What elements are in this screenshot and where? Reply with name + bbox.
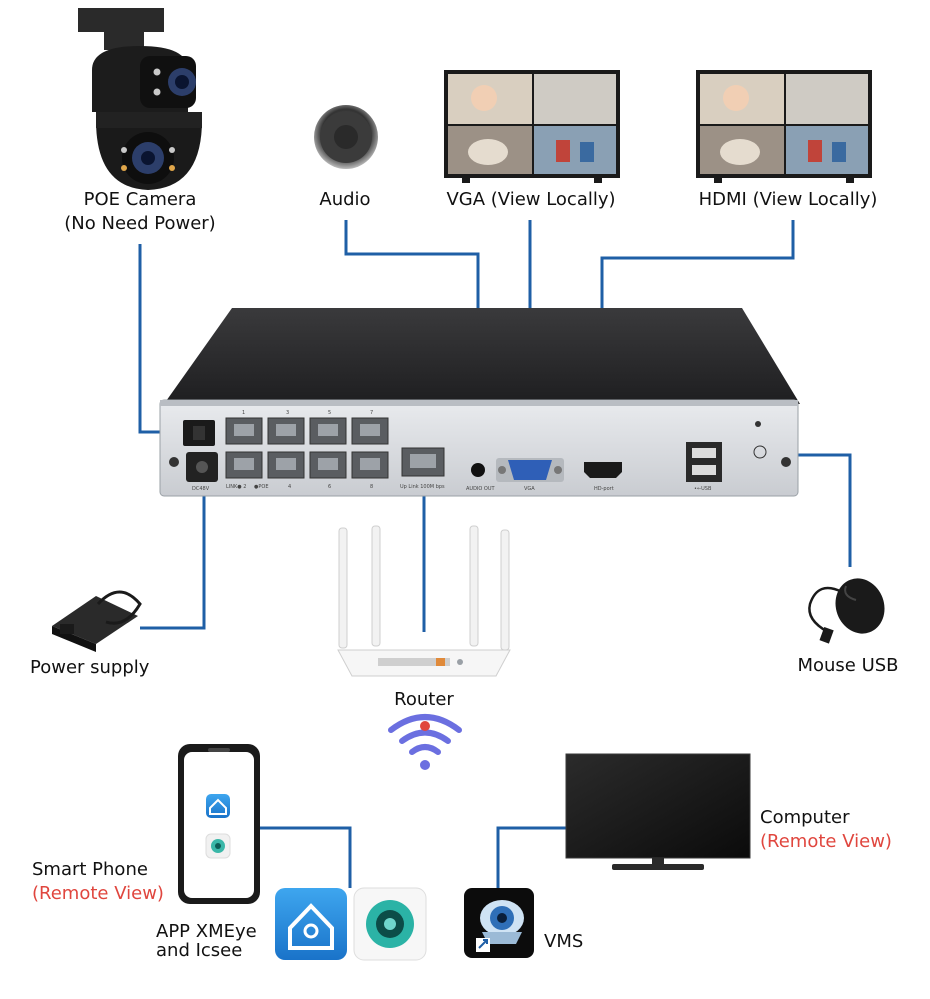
smartphone-image xyxy=(178,744,260,904)
computer-monitor-image xyxy=(565,753,751,870)
poe-camera-label: POE Camera (No Need Power) xyxy=(52,188,228,236)
camera-cable xyxy=(138,244,168,434)
app-label: APP XMEye and Icsee xyxy=(156,922,257,960)
poe-camera-subtitle: (No Need Power) xyxy=(64,213,216,234)
poe-camera-title: POE Camera xyxy=(83,189,197,210)
hdmi-monitor-image xyxy=(696,70,872,183)
vms-app-icon xyxy=(464,888,534,958)
mouse-usb-label: Mouse USB xyxy=(797,655,899,676)
phone-cable xyxy=(258,826,352,888)
nvr-recorder-image xyxy=(159,308,800,497)
power-supply-image xyxy=(52,590,142,652)
smart-phone-subtitle: (Remote View) xyxy=(32,883,164,904)
app-label-line1: APP XMEye xyxy=(156,921,257,942)
vga-label: VGA (View Locally) xyxy=(446,189,616,210)
app-label-line2: and Icsee xyxy=(156,940,243,961)
computer-title: Computer xyxy=(760,807,850,828)
icsee-app-icon xyxy=(353,887,427,961)
smart-phone-label: Smart Phone (Remote View) xyxy=(32,858,164,906)
wifi-icon xyxy=(388,714,462,770)
mouse-image xyxy=(808,578,885,644)
vms-label: VMS xyxy=(544,931,584,952)
smart-phone-title: Smart Phone xyxy=(32,859,148,880)
audio-label: Audio xyxy=(319,189,371,210)
power-supply-label: Power supply xyxy=(30,657,150,678)
router-image xyxy=(337,525,511,677)
poe-camera-image xyxy=(78,8,202,190)
xmeye-app-icon xyxy=(275,888,347,960)
audio-speaker-image xyxy=(314,105,378,169)
power-cable xyxy=(140,470,206,630)
computer-cable xyxy=(496,826,570,888)
vga-monitor-image xyxy=(444,70,620,183)
computer-label: Computer (Remote View) xyxy=(760,806,892,854)
hdmi-label: HDMI (View Locally) xyxy=(698,189,878,210)
router-label: Router xyxy=(394,689,454,710)
computer-subtitle: (Remote View) xyxy=(760,831,892,852)
